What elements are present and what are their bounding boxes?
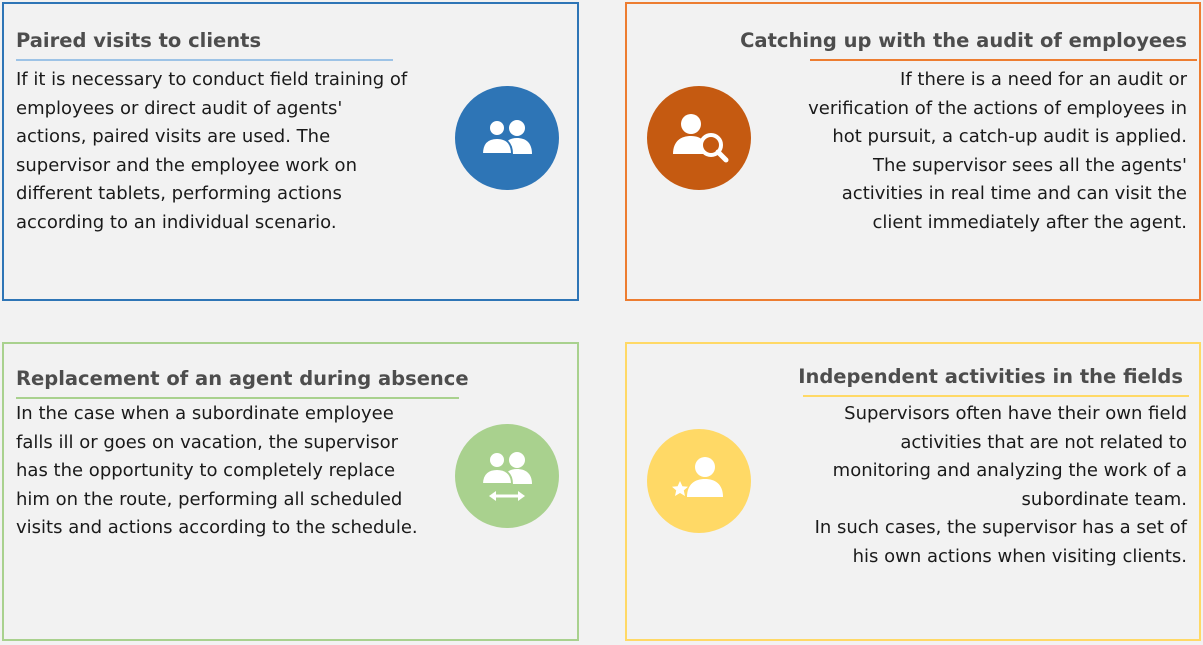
people-pair-icon <box>455 86 559 190</box>
card-description: If there is a need for an audit or verif… <box>808 69 1187 233</box>
card-description: Supervisors often have their own field a… <box>814 403 1187 567</box>
people-swap-icon <box>455 424 559 528</box>
title-underline <box>810 59 1197 61</box>
card-paired-visits: Paired visits to clients If it is necess… <box>2 2 579 301</box>
card-independent-activities: Independent activities in the fields Sup… <box>625 342 1201 641</box>
card-agent-replacement: Replacement of an agent during absence I… <box>2 342 579 641</box>
card-title: Paired visits to clients <box>16 29 262 52</box>
title-underline <box>16 59 393 61</box>
card-title: Catching up with the audit of employees <box>740 29 1187 52</box>
card-catch-up-audit: Catching up with the audit of employees … <box>625 2 1201 301</box>
card-description: In the case when a subordinate employee … <box>16 403 418 538</box>
card-title: Replacement of an agent during absence <box>16 367 469 390</box>
title-underline <box>16 397 459 399</box>
card-description: If it is necessary to conduct field trai… <box>16 69 408 233</box>
title-underline <box>803 395 1189 397</box>
user-star-icon <box>647 429 751 533</box>
card-title: Independent activities in the fields <box>798 365 1183 388</box>
user-search-icon <box>647 86 751 190</box>
